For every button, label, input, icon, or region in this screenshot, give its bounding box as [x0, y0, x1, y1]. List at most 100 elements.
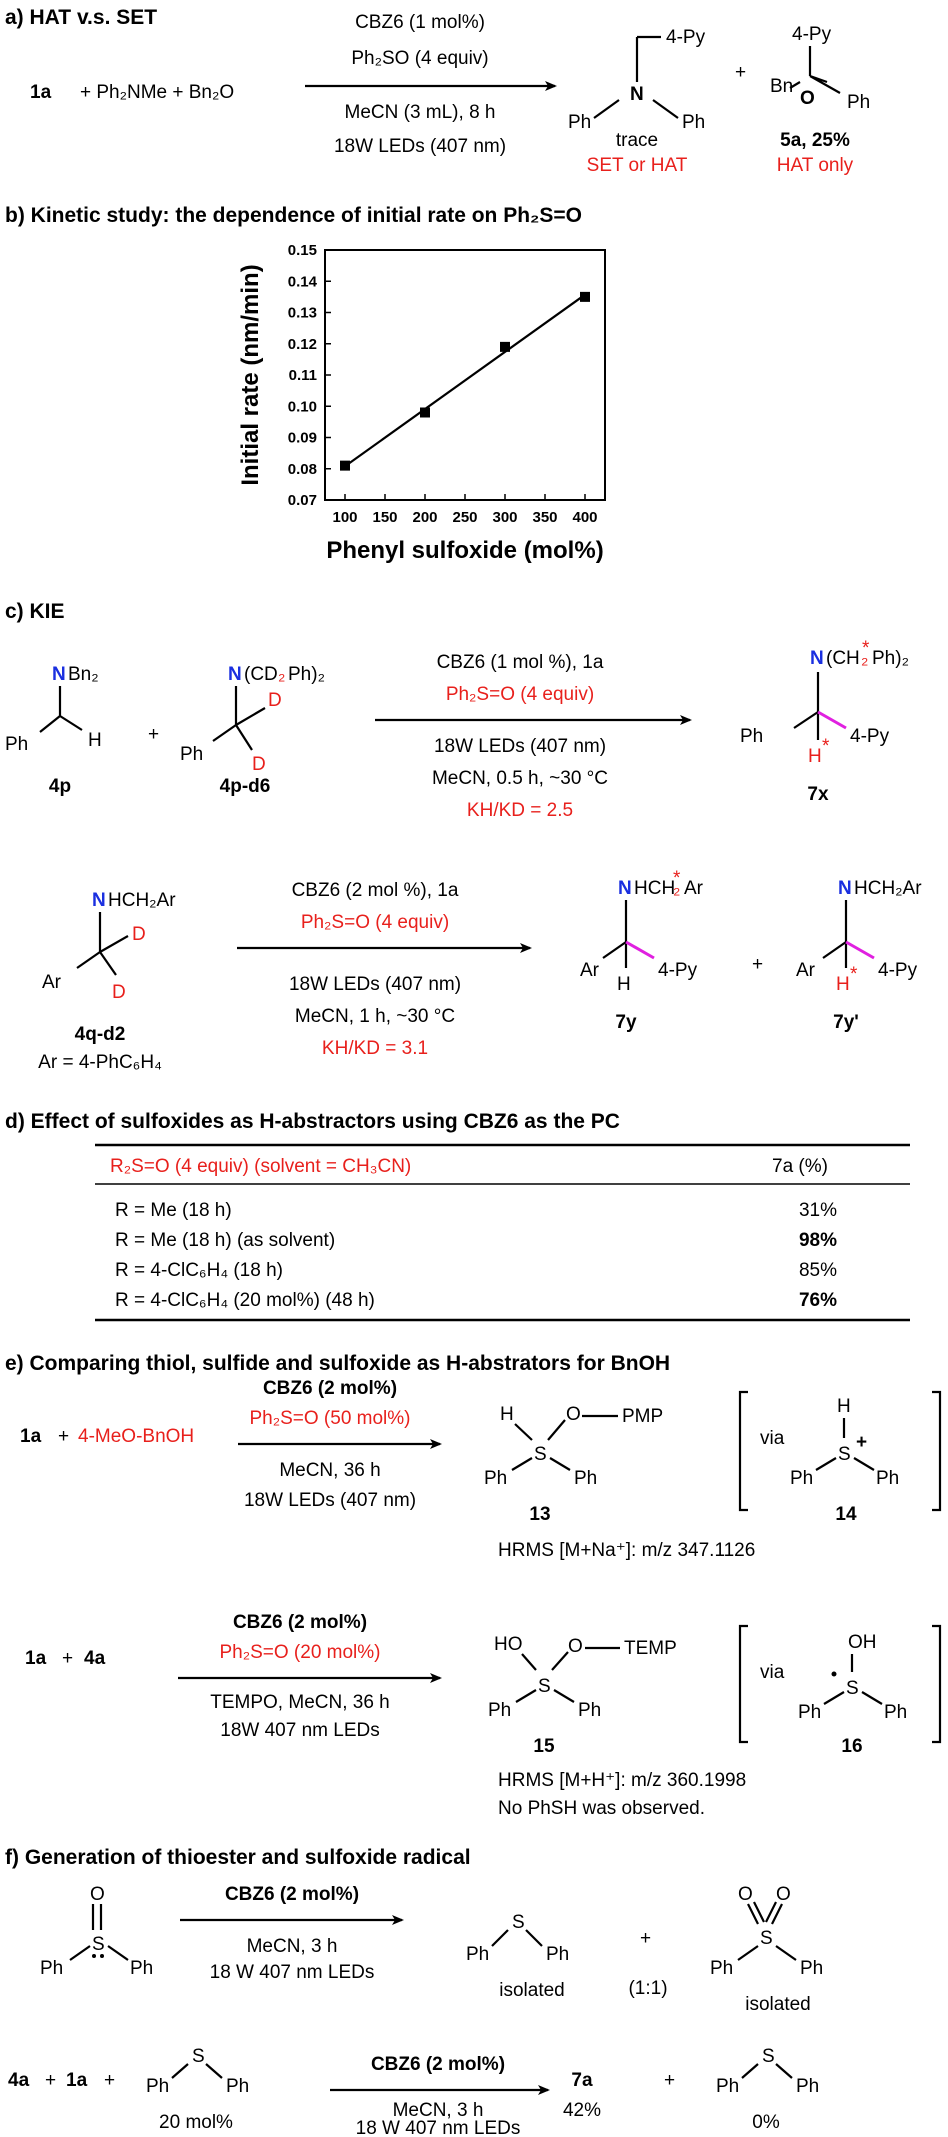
svg-text:Ph: Ph — [847, 92, 870, 113]
y-tick-label: 0.08 — [288, 461, 317, 478]
c-cond1-4: MeCN, 0.5 h, ~30 °C — [432, 768, 608, 789]
a-prod1-group: 4-Py — [666, 27, 706, 48]
f-product-yield-2: 0% — [752, 2112, 780, 2133]
c-label-4q-d2: 4q-d2 — [75, 1024, 126, 1045]
f-plus-3: + — [104, 2070, 115, 2091]
svg-text:Ph: Ph — [790, 1468, 813, 1489]
svg-text:O: O — [566, 1404, 581, 1425]
svg-text:Ph: Ph — [710, 1958, 733, 1979]
a-cond-2: Ph₂SO (4 equiv) — [351, 48, 488, 69]
svg-text:Ph: Ph — [716, 2076, 739, 2097]
svg-text:Ph: Ph — [180, 744, 203, 765]
svg-text:N: N — [52, 664, 66, 685]
svg-text:PMP: PMP — [622, 1406, 663, 1427]
e-cond2-1: CBZ6 (2 mol%) — [233, 1612, 367, 1633]
svg-text:O: O — [738, 1884, 753, 1905]
svg-text:*: * — [862, 638, 870, 659]
data-point — [500, 341, 510, 352]
section-a-title: a) HAT v.s. SET — [5, 6, 157, 29]
c-cond2-1: CBZ6 (2 mol %), 1a — [292, 880, 459, 901]
svg-text:Ph: Ph — [796, 2076, 819, 2097]
svg-text:D: D — [112, 982, 126, 1003]
data-point — [340, 460, 350, 471]
svg-text:N: N — [92, 890, 106, 911]
f-cond2-1: CBZ6 (2 mol%) — [371, 2054, 505, 2075]
c-cond1-3: 18W LEDs (407 nm) — [434, 736, 606, 757]
svg-text:₂: ₂ — [278, 664, 285, 685]
svg-text:N: N — [838, 878, 852, 899]
x-tick-label: 300 — [492, 509, 517, 526]
a-cond-1: CBZ6 (1 mol%) — [355, 12, 485, 33]
y-axis-label: Initial rate (nm/min) — [237, 264, 264, 485]
f-ratio: (1:1) — [628, 1978, 667, 1999]
svg-text:D: D — [268, 690, 282, 711]
svg-text:Bn: Bn — [770, 76, 793, 97]
svg-text:Ph: Ph — [798, 1702, 821, 1723]
y-tick-label: 0.15 — [288, 242, 317, 259]
section-a: a) HAT v.s. SET 1a + Ph₂NMe + Bn₂O CBZ6 … — [5, 6, 870, 176]
svg-text:HCH₂Ar: HCH₂Ar — [108, 890, 176, 911]
svg-text:Ph: Ph — [578, 1700, 601, 1721]
svg-text:S: S — [534, 1444, 547, 1465]
f-product-7a-yield: 42% — [563, 2100, 601, 2121]
e-label-13: 13 — [529, 1504, 550, 1525]
y-tick-label: 0.09 — [288, 430, 317, 447]
svg-text:(CH: (CH — [826, 648, 860, 669]
c-cond1-5: KH/KD = 2.5 — [467, 800, 573, 821]
f-plus-1: + — [640, 1928, 651, 1949]
svg-text:TEMP: TEMP — [624, 1638, 677, 1659]
svg-text:S: S — [192, 2046, 205, 2067]
f-cond1-2: MeCN, 3 h — [247, 1936, 338, 1957]
f-cond1-1: CBZ6 (2 mol%) — [225, 1884, 359, 1905]
y-tick-label: 0.07 — [288, 492, 317, 509]
f-reactant-amount: 20 mol% — [159, 2112, 233, 2133]
e-reactant-4a: 4a — [84, 1648, 106, 1669]
c-label-7y-prime: 7y' — [833, 1012, 859, 1033]
f-plus-2: + — [45, 2070, 56, 2091]
e-reactant-1a-2: 1a — [25, 1648, 47, 1669]
c-cond2-4: MeCN, 1 h, ~30 °C — [295, 1006, 455, 1027]
c-plus-2: + — [752, 954, 763, 975]
c-label-7y: 7y — [615, 1012, 637, 1033]
svg-text:₂: ₂ — [673, 878, 680, 899]
svg-text:Ph: Ph — [146, 2076, 169, 2097]
svg-text:Ph: Ph — [226, 2076, 249, 2097]
svg-text:S: S — [92, 1934, 105, 1955]
svg-text:S: S — [846, 1678, 859, 1699]
svg-text:H: H — [617, 974, 631, 995]
svg-text:Ph: Ph — [884, 1702, 907, 1723]
section-c-title: c) KIE — [5, 600, 65, 623]
e-cond1-4: 18W LEDs (407 nm) — [244, 1490, 416, 1511]
e-cond2-4: 18W 407 nm LEDs — [220, 1720, 379, 1741]
y-tick-label: 0.10 — [288, 398, 317, 415]
svg-text:₂: ₂ — [861, 648, 868, 669]
d-row-1-cond: R = Me (18 h) — [115, 1200, 232, 1221]
f-reactant-4a: 4a — [8, 2070, 30, 2091]
svg-text:HCH: HCH — [634, 878, 675, 899]
svg-text:Ph: Ph — [466, 1944, 489, 1965]
svg-text:S: S — [512, 1912, 525, 1933]
a-reactant-1a: 1a — [30, 82, 52, 103]
c-cond1-1: CBZ6 (1 mol %), 1a — [437, 652, 604, 673]
svg-text:O: O — [800, 88, 815, 109]
a-reagents: + Ph₂NMe + Bn₂O — [80, 82, 234, 103]
e-note: No PhSH was observed. — [498, 1798, 705, 1819]
y-tick-label: 0.12 — [288, 336, 317, 353]
c-label-7x: 7x — [807, 784, 829, 805]
svg-text:N: N — [618, 878, 632, 899]
svg-text:H: H — [500, 1404, 514, 1425]
e-label-14: 14 — [835, 1504, 857, 1525]
c-cond2-5: KH/KD = 3.1 — [322, 1038, 428, 1059]
c-label-4p-d6: 4p-d6 — [220, 776, 271, 797]
e-cond1-1: CBZ6 (2 mol%) — [263, 1378, 397, 1399]
d-row-3-cond: R = 4-ClC₆H₄ (18 h) — [115, 1260, 283, 1281]
x-tick-label: 200 — [412, 509, 437, 526]
y-tick-label: 0.14 — [288, 273, 318, 290]
